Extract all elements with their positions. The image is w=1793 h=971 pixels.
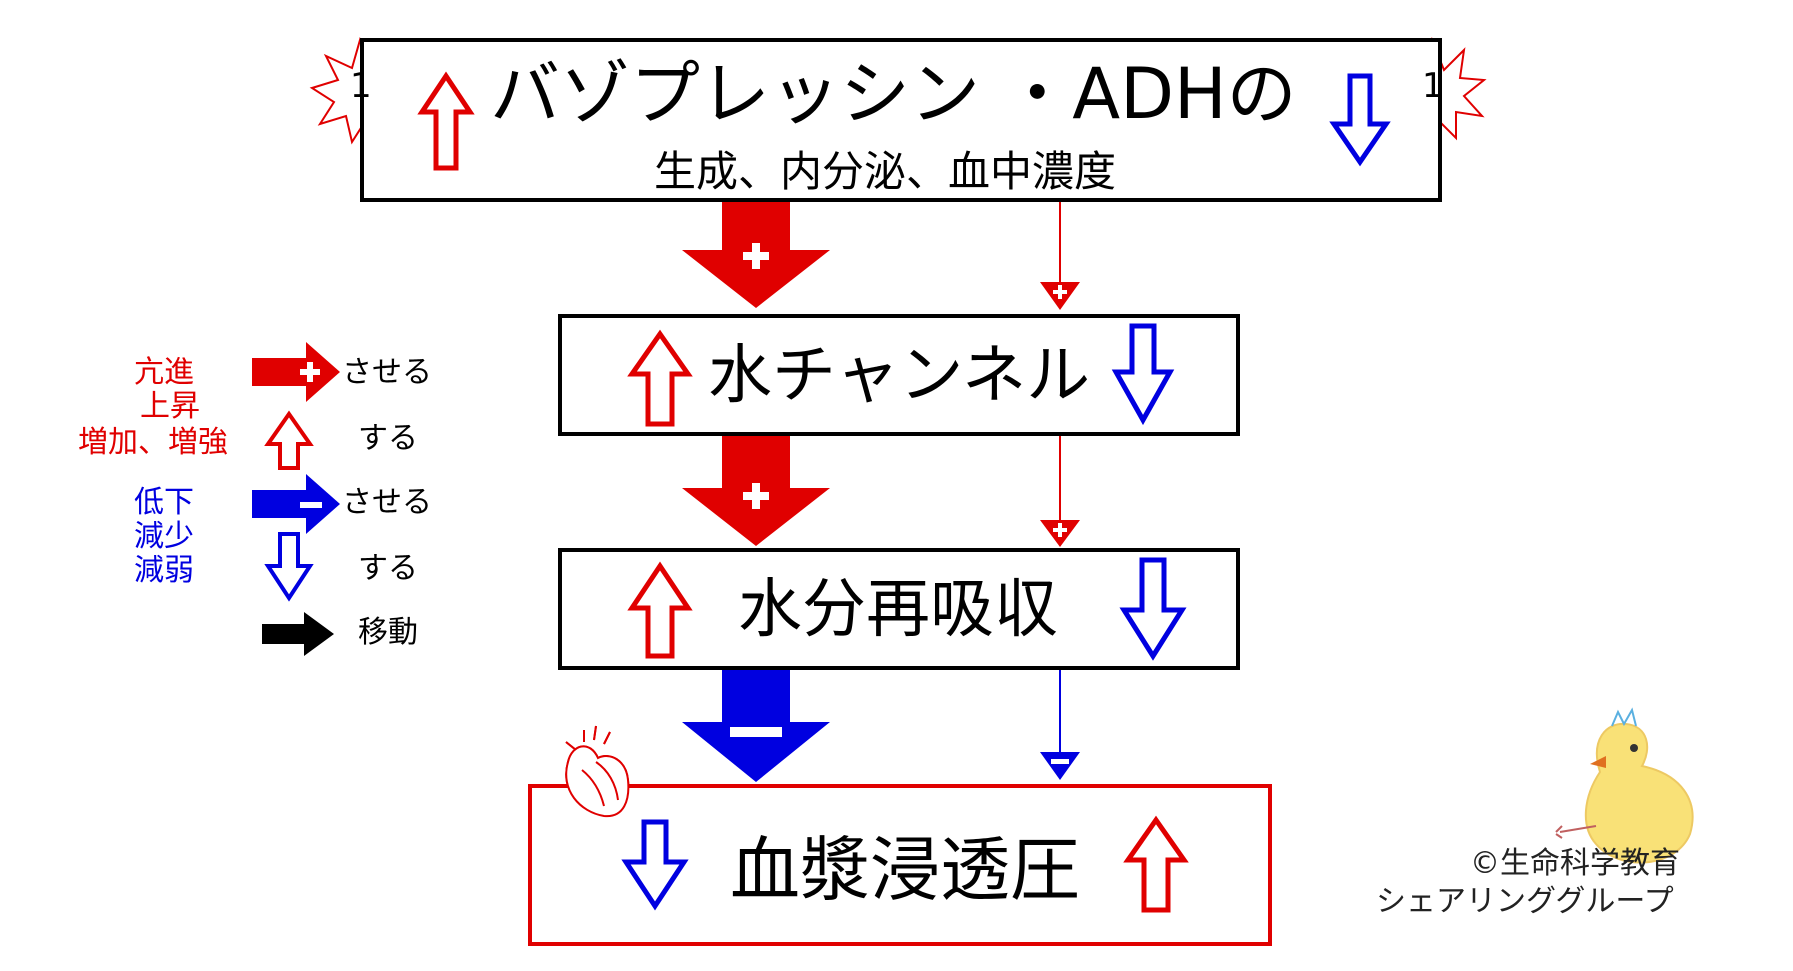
legend-minus-arrow-icon [252, 474, 340, 534]
credit-line-1: ©生命科学教育 [1470, 846, 1680, 881]
legend-red-label-2: 上昇 [140, 389, 200, 424]
thin-plus-arrow-2 [1040, 434, 1080, 547]
reabsorption-label: 水分再吸収 [738, 573, 1058, 647]
legend-do-blue-text: する [358, 551, 418, 586]
legend-cause-red-text: させる [342, 355, 432, 390]
legend-blue-label-1: 低下 [134, 485, 194, 520]
starburst-right-label: 1 [1422, 66, 1444, 106]
legend-up-arrow-icon [264, 410, 314, 470]
thin-plus-arrow-1 [1040, 200, 1080, 310]
plasma-osmolality-label: 血漿浸透圧 [730, 829, 1080, 911]
thin-minus-arrow [1040, 668, 1080, 780]
big-minus-arrow [682, 668, 830, 782]
legend-move-arrow-icon [262, 612, 334, 656]
big-plus-arrow-2 [682, 434, 830, 546]
big-plus-arrow-1 [682, 200, 830, 308]
legend-move-text: 移動 [358, 615, 418, 650]
legend-do-red-text: する [358, 421, 418, 456]
water-channel-label: 水チャンネル [708, 339, 1091, 413]
credit-line-2: シェアリンググループ [1376, 884, 1674, 919]
legend-plus-arrow-icon [252, 342, 340, 402]
legend-blue-label-3: 減弱 [134, 553, 194, 588]
legend-blue-label-2: 減少 [134, 519, 194, 554]
vasopressin-title: バゾプレッシン ・ADHの [490, 53, 1297, 135]
legend-red-label-3: 増加、増強 [78, 425, 228, 460]
chick-mascot-icon [1555, 707, 1694, 864]
legend-down-arrow-icon [264, 532, 314, 602]
legend-red-label-1: 亢進 [134, 355, 194, 390]
vasopressin-subtitle: 生成、内分泌、血中濃度 [654, 147, 1117, 196]
vasopressin-box [360, 38, 1442, 202]
starburst-left-label: 1 [350, 66, 372, 106]
legend-cause-blue-text: させる [342, 485, 432, 520]
